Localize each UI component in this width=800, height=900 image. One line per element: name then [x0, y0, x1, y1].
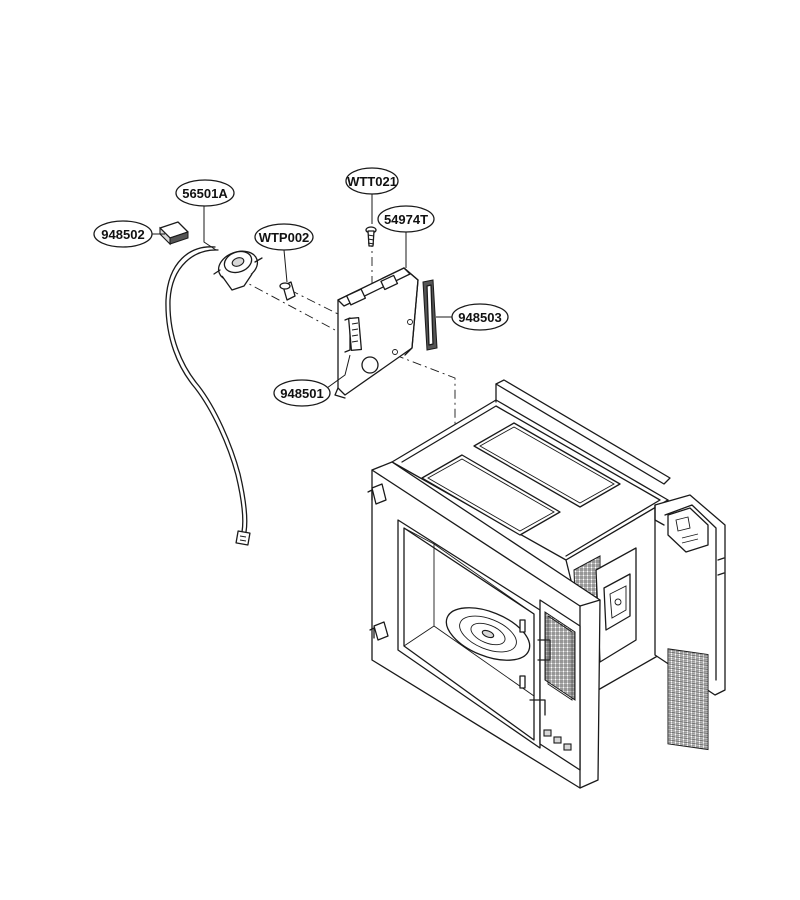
callout-label: 948501: [280, 386, 323, 401]
callout-54974t: 54974T: [377, 205, 435, 233]
thermostat-part: [213, 250, 263, 291]
callout-948502: 948502: [93, 220, 153, 248]
callout-label: 56501A: [182, 186, 228, 201]
connector-part: [159, 221, 189, 246]
callout-948503: 948503: [451, 303, 509, 331]
callout-56501a: 56501A: [175, 179, 235, 207]
callout-948501: 948501: [273, 379, 331, 407]
callout-label: WTT021: [347, 174, 397, 189]
callout-label: 54974T: [384, 212, 428, 227]
gasket-strip: [422, 279, 438, 351]
callout-label: 948503: [458, 310, 501, 325]
callout-wtt021: WTT021: [345, 167, 399, 195]
screw-wtt021: [365, 226, 377, 247]
callout-label: 948502: [101, 227, 144, 242]
wire-harness: [165, 246, 251, 546]
bracket-plate: [334, 267, 419, 399]
callout-label: WTP002: [259, 230, 310, 245]
callout-wtp002: WTP002: [254, 223, 314, 251]
callout-leaders: [151, 194, 452, 389]
oven-cavity-housing: [367, 379, 726, 789]
screw-wtp002: [279, 281, 296, 301]
